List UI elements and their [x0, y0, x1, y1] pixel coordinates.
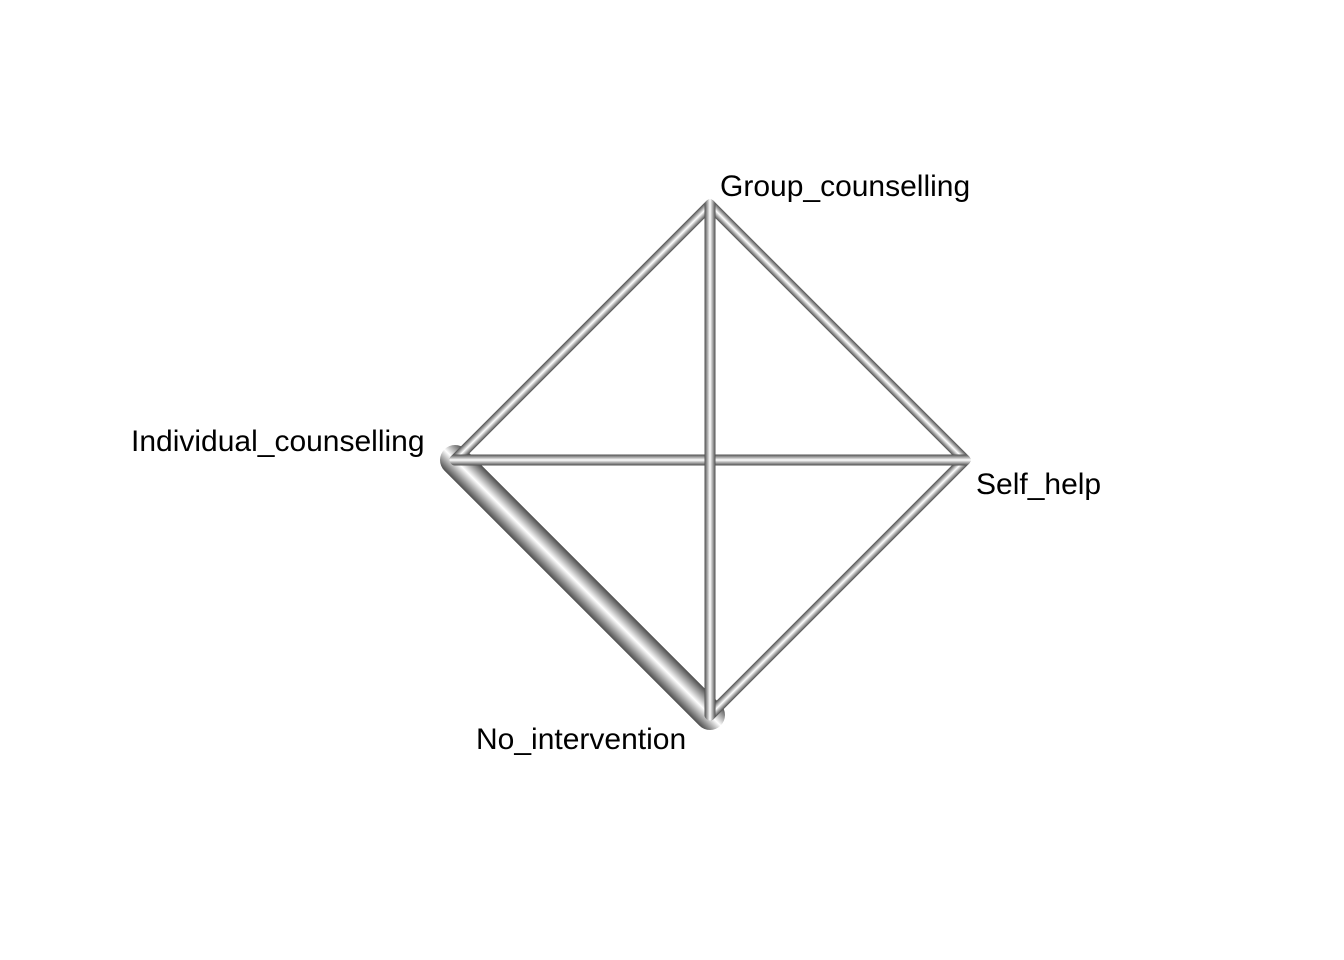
node-label-self: Self_help [976, 468, 1101, 501]
edge-self-none [704, 454, 971, 721]
edge-individual-none [440, 445, 725, 730]
edge-group-self [704, 199, 971, 466]
node-label-individual: Individual_counselling [131, 425, 425, 458]
edge-individual-group [449, 199, 716, 466]
edges-layer [440, 199, 971, 730]
node-label-group: Group_counselling [720, 170, 970, 203]
labels-layer: Group_counselling Individual_counselling… [131, 170, 1101, 756]
node-label-none: No_intervention [476, 723, 686, 756]
